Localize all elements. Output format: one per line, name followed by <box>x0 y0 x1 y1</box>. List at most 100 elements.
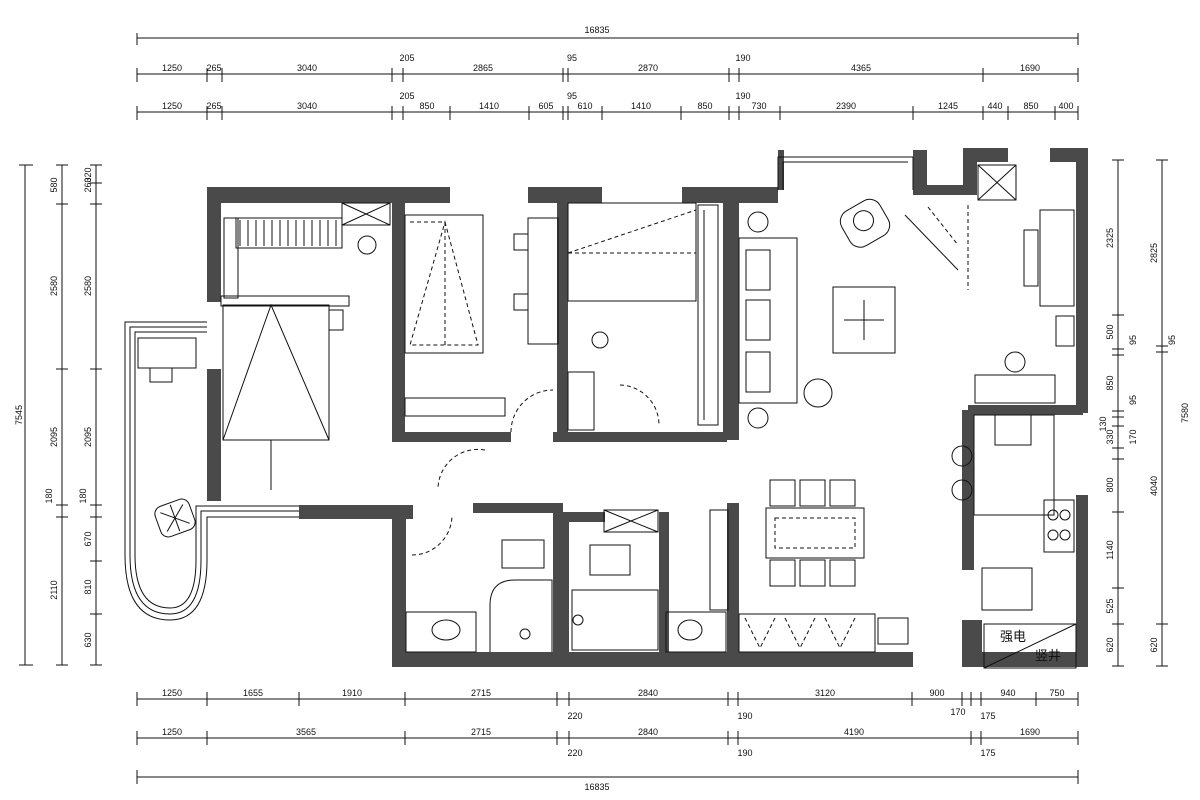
right-dimensions: 2325 500 95 850 95 130 330 170 800 1140 … <box>1098 159 1190 667</box>
bottom-row2-dim-7: 175 <box>980 748 995 758</box>
cabinet-3 <box>567 371 595 431</box>
top-row1-dim-9: 1690 <box>1020 63 1040 73</box>
bedroom-3 <box>567 202 719 431</box>
bed <box>222 304 330 441</box>
bottom-row2-dim-2: 2715 <box>471 727 491 737</box>
sofa <box>738 237 798 404</box>
fridge-box <box>977 164 1017 201</box>
top-dimensions: 16835 1250 265 3040 205 2865 95 2870 190… <box>136 25 1079 120</box>
chair-5 <box>799 559 826 587</box>
kitchen-cabinet <box>1039 209 1075 307</box>
left-inner-dim-4: 180 <box>78 488 88 503</box>
stove <box>1043 499 1075 553</box>
chair-4 <box>769 559 796 587</box>
left-seg-dim-1: 2580 <box>49 276 59 296</box>
chair-2 <box>799 479 826 507</box>
bottom-row1-dim-8: 900 <box>929 688 944 698</box>
shaft-power-label: 强电 <box>1000 630 1026 645</box>
right-inner-dim-7: 170 <box>1128 429 1138 444</box>
right-inner-dim-2: 95 <box>1128 335 1138 345</box>
shaft-vertical-label: 竖井 <box>1035 649 1061 664</box>
bottom-dimensions: 1250 1655 1910 2715 220 2840 190 3120 90… <box>136 688 1079 792</box>
right-inner-dim-0: 2325 <box>1105 228 1115 248</box>
stool <box>357 235 377 255</box>
lamp-1 <box>747 211 769 233</box>
left-inner-dim-7: 630 <box>83 632 93 647</box>
left-inner-dim-5: 670 <box>83 531 93 546</box>
sofa-cushion-2 <box>745 299 771 341</box>
left-dimensions: 7545 580 2580 2095 180 2110 260 320 2580… <box>14 164 102 666</box>
balcony <box>124 321 299 621</box>
master-bedroom <box>220 202 391 490</box>
right-inner-dim-10: 525 <box>1105 598 1115 613</box>
armchair <box>839 198 891 248</box>
top-row2-dim-8: 610 <box>577 101 592 111</box>
lounge-chair <box>154 498 196 538</box>
top-row2-dim-6: 605 <box>538 101 553 111</box>
bar-stool-1 <box>951 445 973 467</box>
counter <box>974 374 1056 404</box>
right-mid-dim-3: 620 <box>1149 637 1159 652</box>
stool-3 <box>591 331 609 349</box>
toilet-1 <box>501 539 545 569</box>
top-row1-dim-4: 2865 <box>473 63 493 73</box>
left-outer-dim: 7545 <box>14 405 24 425</box>
walls <box>207 148 1088 667</box>
coffee-table <box>832 286 896 354</box>
bed-2 <box>404 214 484 354</box>
top-row2-dim-14: 1245 <box>938 101 958 111</box>
kitchen-island <box>973 414 1055 516</box>
side-table <box>803 378 833 408</box>
bottom-row1-dim-3: 2715 <box>471 688 491 698</box>
top-row1-dim-6: 2870 <box>638 63 658 73</box>
top-row2-dim-2: 3040 <box>297 101 317 111</box>
bottom-row1-dim-4: 220 <box>567 711 582 721</box>
top-row1-dim-0: 1250 <box>162 63 182 73</box>
bottom-row2-dim-6: 4190 <box>844 727 864 737</box>
right-mid-dim-0: 2825 <box>1149 243 1159 263</box>
top-row1-dim-2: 3040 <box>297 63 317 73</box>
right-mid-dim-2: 4040 <box>1149 476 1159 496</box>
right-inner-dim-1: 500 <box>1105 324 1115 339</box>
chair-3 <box>829 479 856 507</box>
top-row2-dim-3: 205 <box>399 91 414 101</box>
top-row1-ticks <box>136 68 1079 82</box>
top-row2-dim-10: 850 <box>697 101 712 111</box>
right-outer-dim: 7580 <box>1180 403 1190 423</box>
right-inner-dim-11: 620 <box>1105 637 1115 652</box>
range-hood <box>1023 229 1039 287</box>
sideboard <box>738 613 876 653</box>
right-inner-dim-9: 1140 <box>1105 540 1115 559</box>
bottom-row1-dim-7: 3120 <box>815 688 835 698</box>
bottom-row1-dim-9: 170 <box>950 707 965 717</box>
top-row1-dim-3: 205 <box>399 53 414 63</box>
balcony-chair <box>149 367 173 383</box>
vanity-1 <box>405 611 477 653</box>
top-row2-dim-12: 730 <box>751 101 766 111</box>
tall-cabinet <box>709 509 729 611</box>
lamp-2 <box>747 407 769 429</box>
bottom-row1-dim-1: 1655 <box>243 688 263 698</box>
chair-6 <box>829 559 856 587</box>
desk-2 <box>527 217 559 345</box>
bottom-row1-dim-0: 1250 <box>162 688 182 698</box>
bar-stool-2 <box>951 479 973 501</box>
toilet-2 <box>589 544 631 576</box>
washer <box>981 567 1033 611</box>
top-row2-dim-0: 1250 <box>162 101 182 111</box>
bottom-row1-dim-11: 940 <box>1000 688 1015 698</box>
left-seg-dim-2: 2095 <box>49 427 59 447</box>
right-mid-dim-1: 95 <box>1167 335 1177 345</box>
balcony-desk <box>137 337 197 369</box>
top-row2-dim-13: 2390 <box>836 101 856 111</box>
left-seg-dim-0: 580 <box>49 177 59 192</box>
bottom-row2-dim-3: 220 <box>567 748 582 758</box>
left-seg-dim-4: 2110 <box>49 580 59 599</box>
top-row2-dim-15: 440 <box>987 101 1002 111</box>
left-inner-dim-3: 2095 <box>83 427 93 447</box>
bottom-row1-dim-6: 190 <box>737 711 752 721</box>
right-inner-dim-8: 800 <box>1105 477 1115 492</box>
bottom-row2-dim-5: 190 <box>737 748 752 758</box>
bottom-row1-dim-10: 175 <box>980 711 995 721</box>
